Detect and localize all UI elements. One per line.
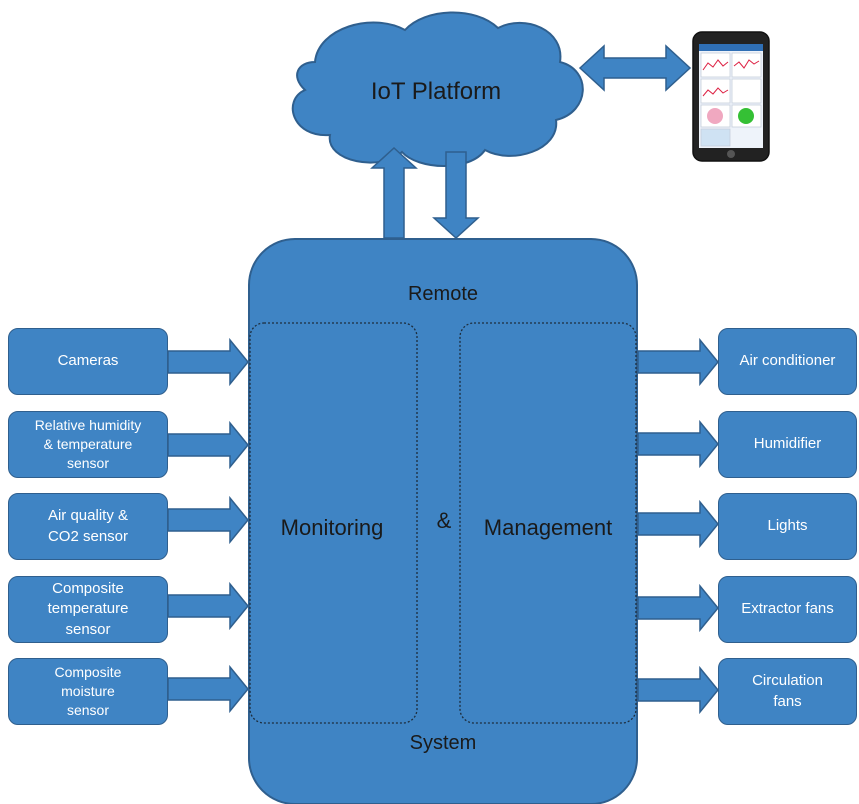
input-arrow <box>167 581 249 631</box>
output-label: Air conditioner <box>739 352 836 370</box>
input-arrow <box>167 495 249 545</box>
downlink-arrow <box>432 151 480 240</box>
input-label: Relative humidity & temperature sensor <box>34 417 142 471</box>
input-box-composite-moisture: Composite moisture sensor <box>8 658 168 725</box>
cloud-label: IoT Platform <box>371 78 501 105</box>
ampersand-label: & <box>437 508 452 533</box>
output-label: Circulation fans <box>752 672 823 710</box>
input-label: Cameras <box>57 352 119 370</box>
management-label: Management <box>484 515 612 540</box>
management-panel <box>459 322 637 724</box>
output-arrows <box>637 337 719 715</box>
smartphone-dashboard-icon <box>692 31 770 162</box>
output-box-extractor-fans: Extractor fans <box>718 576 857 643</box>
input-box-composite-temperature: Composite temperature sensor <box>8 576 168 643</box>
iot-platform-cloud: IoT Platform <box>291 11 584 167</box>
input-arrow <box>167 420 249 470</box>
output-arrow <box>637 583 719 633</box>
output-label: Humidifier <box>753 435 822 453</box>
output-arrow <box>637 665 719 715</box>
monitoring-panel <box>249 322 418 724</box>
uplink-arrow <box>370 146 418 239</box>
output-box-circulation-fans: Circulation fans <box>718 658 857 725</box>
cloud-shape <box>291 11 584 167</box>
input-arrow <box>167 337 249 387</box>
cloud-phone-arrow <box>578 44 692 92</box>
remote-label: Remote <box>408 283 478 305</box>
input-arrow <box>167 664 249 714</box>
output-label: Lights <box>767 517 808 535</box>
system-label: System <box>410 732 477 754</box>
output-box-lights: Lights <box>718 493 857 560</box>
monitoring-label: Monitoring <box>281 515 384 540</box>
remote-system-block <box>248 238 638 804</box>
output-label: Extractor fans <box>741 600 834 618</box>
output-arrow <box>637 419 719 469</box>
input-label: Composite temperature sensor <box>47 580 129 638</box>
input-label: Air quality & CO2 sensor <box>47 507 129 545</box>
input-label: Composite moisture sensor <box>54 664 122 718</box>
output-box-humidifier: Humidifier <box>718 411 857 478</box>
input-arrows <box>167 337 249 714</box>
input-box-cameras: Cameras <box>8 328 168 395</box>
output-box-air-conditioner: Air conditioner <box>718 328 857 395</box>
input-box-air-quality: Air quality & CO2 sensor <box>8 493 168 560</box>
input-box-humidity-temperature: Relative humidity & temperature sensor <box>8 411 168 478</box>
output-arrow <box>637 337 719 387</box>
output-arrow <box>637 499 719 549</box>
